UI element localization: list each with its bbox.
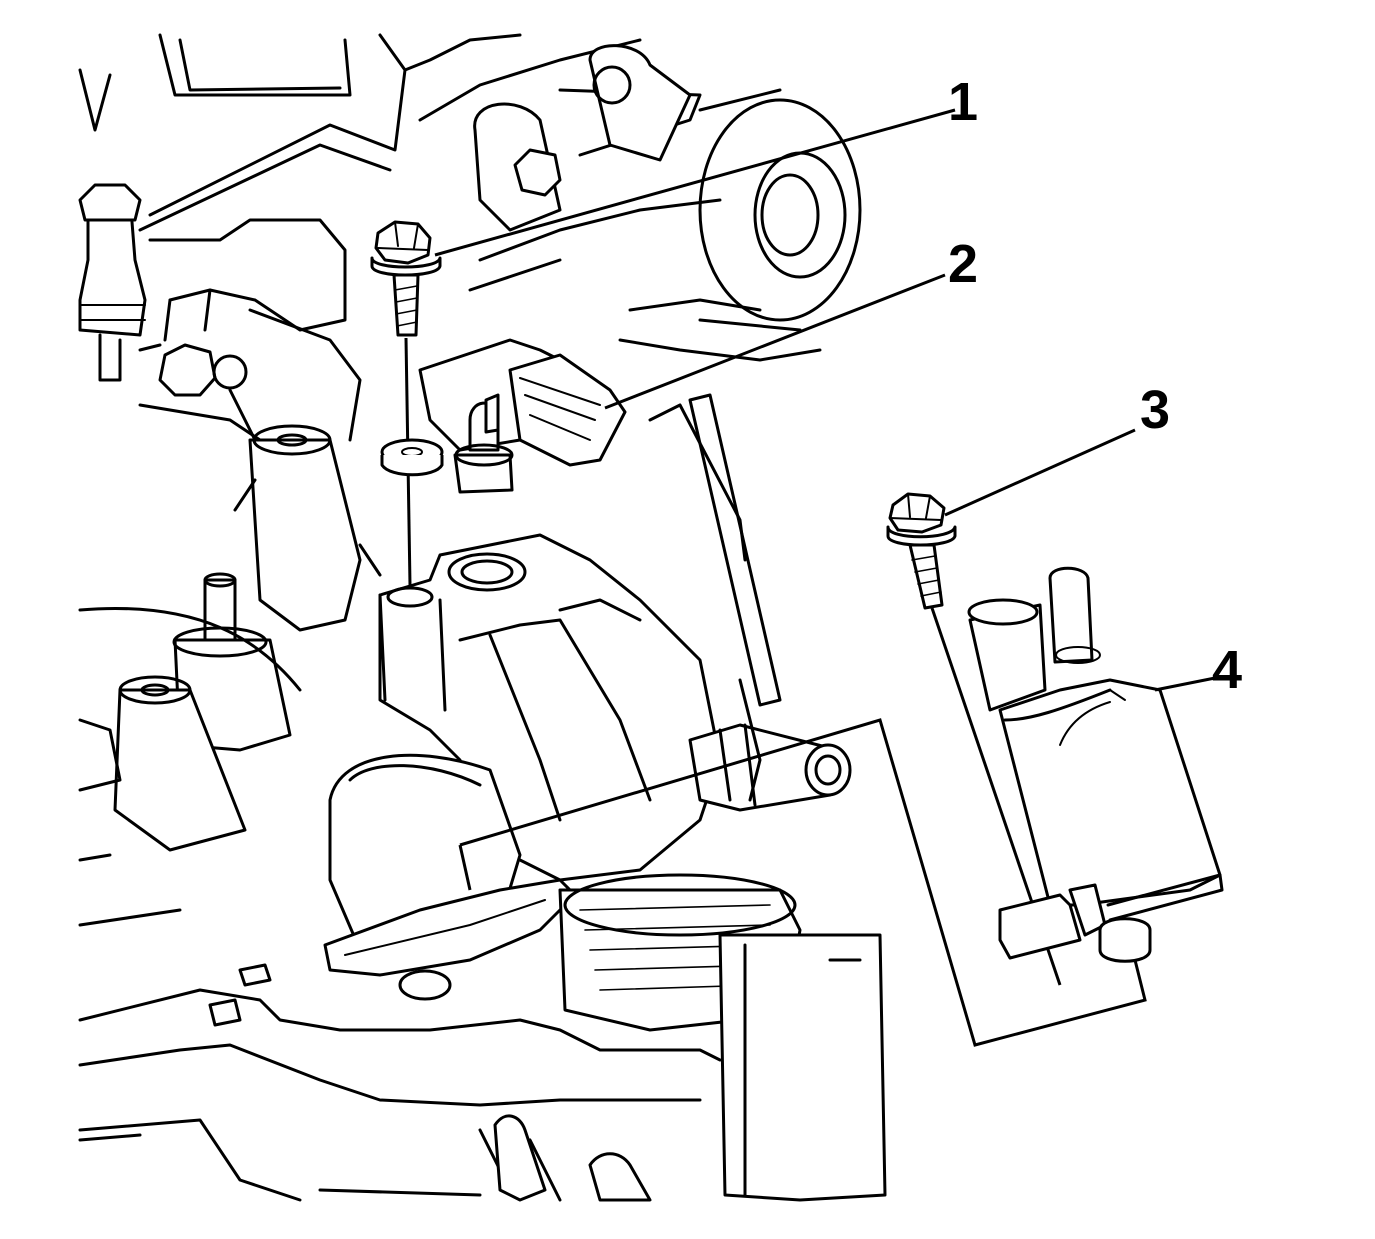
solenoid-part-4 xyxy=(967,566,1224,963)
callout-leaders xyxy=(434,108,1216,692)
washer xyxy=(380,438,444,608)
sensor-part-2 xyxy=(418,338,627,494)
callout-3: 3 xyxy=(1140,380,1170,440)
detail-outline xyxy=(458,718,1147,1047)
callout-1: 1 xyxy=(948,72,978,132)
callout-labels: 1 2 3 4 xyxy=(948,72,1242,700)
bolt-part-1 xyxy=(370,220,442,586)
bolt-part-3 xyxy=(886,492,1062,986)
callout-2: 2 xyxy=(948,234,978,294)
engine-background xyxy=(78,33,887,1202)
callout-4: 4 xyxy=(1212,640,1242,700)
